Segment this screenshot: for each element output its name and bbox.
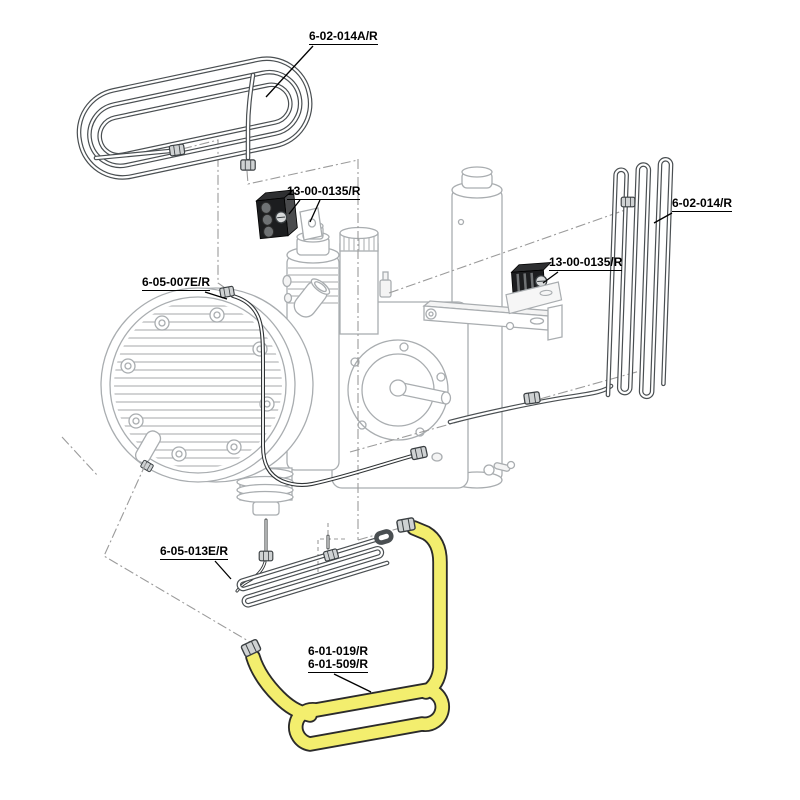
motor-bolts xyxy=(120,307,275,462)
leader-lines xyxy=(204,45,673,693)
label-pipe-bottom-line1: 6-01-019/R xyxy=(308,644,369,658)
label-coil-top: 6-02-014A/R xyxy=(309,29,378,45)
yellow-pipe xyxy=(240,516,450,752)
sump xyxy=(236,467,294,516)
clamp-tab xyxy=(299,207,323,241)
lower-coil xyxy=(235,518,394,608)
motor-nozzle xyxy=(293,278,331,318)
compressor-assembly xyxy=(100,166,563,516)
label-pipe-bottom-line2: 6-01-509/R xyxy=(308,657,369,673)
label-clamp-left: 13-00-0135/R xyxy=(287,184,361,200)
center-cylinder xyxy=(339,226,379,335)
clamp-block-right xyxy=(505,262,563,315)
clamp-block-left xyxy=(255,189,298,240)
upper-pipe xyxy=(218,285,429,487)
label-coil-right: 6-02-014/R xyxy=(672,196,733,212)
label-clamp-right: 13-00-0135/R xyxy=(549,255,623,271)
label-coil-lower: 6-05-013E/R xyxy=(160,544,229,560)
motor-spigot xyxy=(134,430,162,464)
right-coil xyxy=(447,157,674,425)
label-pipe-bottom: 6-01-019/R 6-01-509/R xyxy=(308,644,369,673)
label-pipe-upper: 6-05-007E/R xyxy=(142,275,211,291)
bracket-arm xyxy=(422,300,563,341)
crankcase xyxy=(331,271,469,489)
top-coil xyxy=(76,56,313,180)
